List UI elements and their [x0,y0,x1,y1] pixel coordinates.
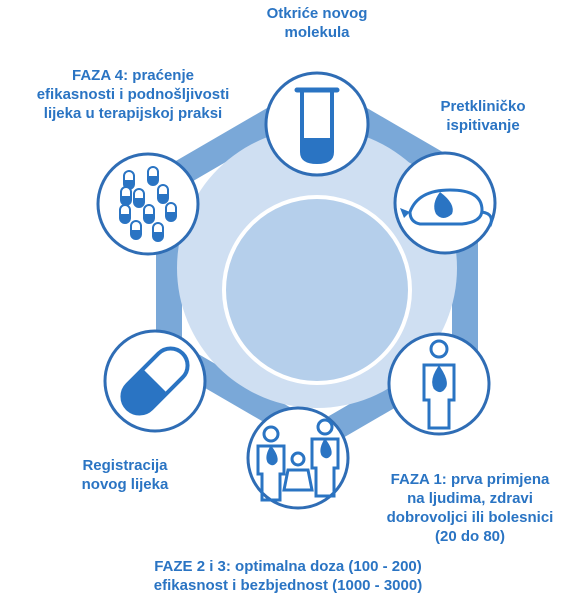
pill-icon [152,222,164,242]
stage-node-phase4 [96,152,200,256]
pill-icon [147,166,159,186]
pill-icon [119,204,131,224]
stage-node-phase1 [387,332,491,436]
stage-label-phase1: FAZA 1: prva primjena na ljudima, zdravi… [386,471,554,545]
pills-icon [119,166,177,242]
pill-icon [143,204,155,224]
stage-label-registration: Registracija novog lijeka [81,457,169,493]
pill-icon [157,184,169,204]
pill-icon [165,202,177,222]
stage-node-phase23 [246,406,350,510]
stage-label-preclinical: Pretkliničko ispitivanje [440,98,526,134]
pill-icon [130,220,142,240]
pill-icon [120,186,132,206]
family-icon [256,418,340,502]
person-icon [422,339,456,430]
stage-node-discovery [264,71,370,177]
cycle-center-circle [222,195,412,385]
capsule-icon [120,346,190,416]
stage-label-phase4: FAZA 4: praćenje efikasnosti i podnošlji… [36,67,230,122]
stage-node-preclinical [393,151,497,255]
lab-mouse-icon [400,188,493,227]
pill-icon [133,188,145,208]
stage-label-phase23: FAZE 2 i 3: optimalna doza (100 - 200) e… [153,558,423,594]
test-tube-icon [294,87,340,165]
stage-label-discovery: Otkriće novog molekula [266,5,368,41]
stage-node-registration [103,329,207,433]
